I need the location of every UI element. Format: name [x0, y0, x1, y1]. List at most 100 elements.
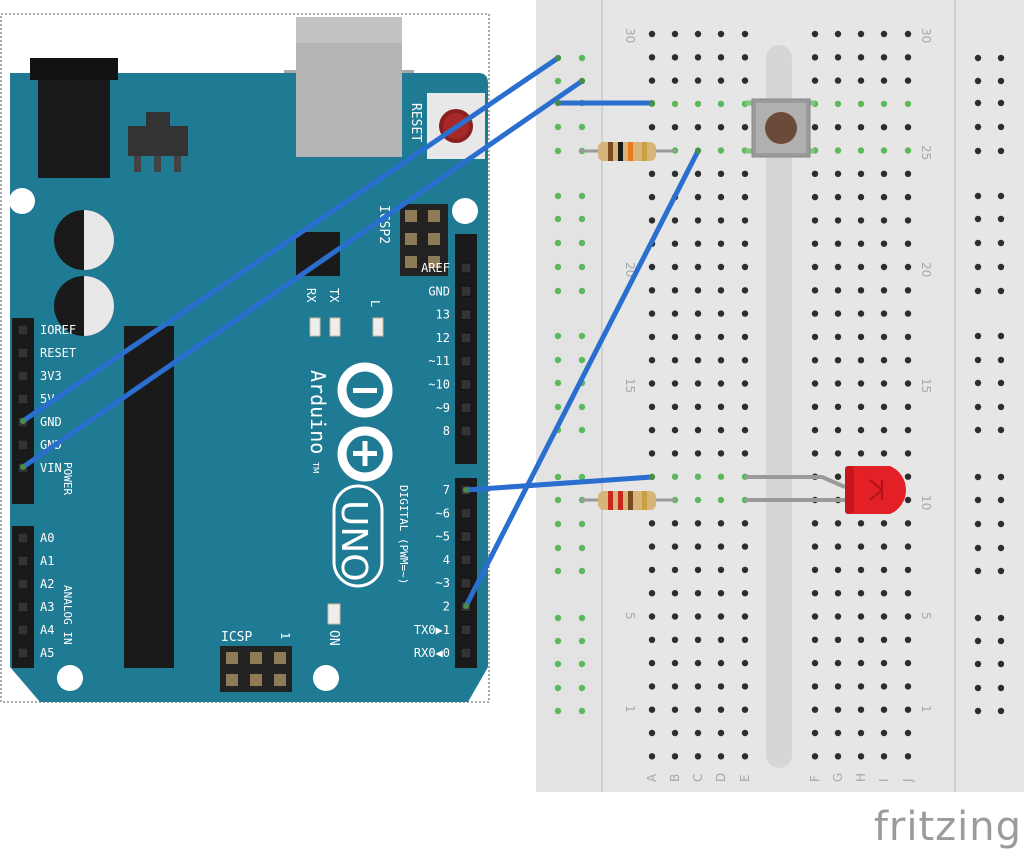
breadboard-hole: [554, 544, 562, 552]
breadboard-hole: [578, 567, 586, 575]
breadboard-hole: [578, 520, 586, 528]
wire-pin7[interactable]: [463, 474, 655, 493]
breadboard-hole: [834, 147, 842, 154]
l-led: [372, 317, 384, 337]
wire-gnd[interactable]: [20, 78, 585, 470]
header-pin[interactable]: [17, 324, 29, 336]
header-pin[interactable]: [17, 370, 29, 382]
breadboard-hole: [997, 496, 1005, 504]
row-letter: I: [877, 778, 891, 782]
breadboard-hole: [857, 706, 865, 713]
header-pin[interactable]: [460, 577, 472, 589]
breadboard-hole: [811, 706, 819, 713]
breadboard-hole: [904, 590, 912, 597]
header-pin[interactable]: [460, 379, 472, 390]
breadboard-hole: [811, 590, 819, 597]
header-pin[interactable]: [460, 332, 472, 344]
header-pin[interactable]: [17, 578, 29, 590]
breadboard-hole: [694, 590, 702, 597]
pin-label: IOREF: [40, 323, 76, 337]
breadboard-hole: [554, 379, 562, 387]
on-label: ON: [326, 630, 341, 646]
breadboard-hole: [904, 30, 912, 38]
header-pin[interactable]: [17, 555, 29, 567]
header-pin[interactable]: [460, 285, 472, 297]
breadboard-hole: [880, 170, 888, 177]
breadboard-hole: [974, 379, 982, 387]
breadboard-hole: [974, 520, 982, 528]
breadboard-hole: [904, 217, 912, 224]
breadboard-hole: [554, 660, 562, 668]
breadboard-hole: [997, 637, 1005, 645]
header-pin[interactable]: [460, 262, 472, 274]
header-pin[interactable]: [17, 601, 29, 613]
header-pin[interactable]: [460, 647, 472, 659]
voltage-regulator: [128, 126, 188, 156]
header-pin[interactable]: [17, 532, 29, 544]
breadboard-hole: [554, 637, 562, 645]
breadboard-hole: [741, 77, 749, 84]
header-pin[interactable]: [460, 507, 472, 519]
breadboard-hole: [880, 310, 888, 317]
breadboard-hole: [880, 426, 888, 434]
breadboard-hole: [880, 124, 888, 131]
breadboard-hole: [741, 636, 749, 643]
breadboard-hole: [857, 613, 865, 620]
header-pin[interactable]: [460, 624, 472, 636]
pin-label: A4: [40, 623, 54, 637]
breadboard-hole: [554, 192, 562, 200]
breadboard-hole: [880, 193, 888, 201]
header-pin[interactable]: [460, 531, 472, 543]
power-header: [12, 318, 34, 504]
breadboard-hole: [811, 683, 819, 690]
breadboard-hole: [857, 193, 865, 201]
breadboard-hole: [671, 683, 679, 690]
wire-5v[interactable]: [20, 55, 561, 424]
breadboard-hole: [554, 403, 562, 411]
breadboard-hole: [648, 310, 656, 317]
breadboard-hole: [974, 473, 982, 481]
breadboard-hole: [834, 100, 842, 108]
breadboard-hole: [974, 403, 982, 411]
header-pin[interactable]: [460, 425, 472, 437]
breadboard-hole: [974, 684, 982, 692]
breadboard-hole: [904, 357, 912, 364]
pin-label: 13: [436, 308, 450, 322]
breadboard-hole: [717, 403, 725, 410]
breadboard-hole: [717, 426, 725, 434]
header-pin[interactable]: [17, 647, 29, 659]
header-pin[interactable]: [17, 624, 29, 636]
breadboard-hole: [671, 287, 679, 294]
breadboard-hole: [694, 426, 702, 434]
header-pin[interactable]: [17, 393, 29, 405]
pin-label: AREF: [421, 261, 450, 275]
pin-label: 2: [443, 600, 450, 614]
header-pin[interactable]: [17, 347, 29, 359]
pushbutton[interactable]: [745, 98, 815, 158]
breadboard-hole: [741, 659, 749, 667]
breadboard-hole: [694, 683, 702, 690]
breadboard-hole: [974, 239, 982, 247]
mounting-hole: [9, 188, 35, 214]
header-pin[interactable]: [460, 554, 472, 566]
breadboard-hole: [717, 54, 725, 61]
breadboard-hole: [857, 566, 865, 574]
breadboard-hole: [880, 147, 888, 154]
breadboard-hole: [694, 450, 702, 457]
breadboard-hole: [741, 403, 749, 410]
header-pin[interactable]: [460, 309, 472, 321]
breadboard-hole: [671, 473, 679, 480]
breadboard-hole: [741, 54, 749, 61]
header-pin[interactable]: [460, 402, 472, 414]
breadboard-hole: [974, 426, 982, 434]
breadboard-hole: [717, 240, 725, 247]
power-section-title: POWER: [61, 462, 74, 495]
wire-pin2[interactable]: [463, 148, 701, 609]
breadboard-hole: [671, 240, 679, 247]
breadboard-hole: [671, 100, 679, 108]
breadboard-hole: [857, 333, 865, 341]
header-pin[interactable]: [460, 355, 472, 367]
breadboard-hole: [741, 193, 749, 201]
breadboard-hole: [880, 543, 888, 550]
header-pin[interactable]: [17, 439, 29, 451]
